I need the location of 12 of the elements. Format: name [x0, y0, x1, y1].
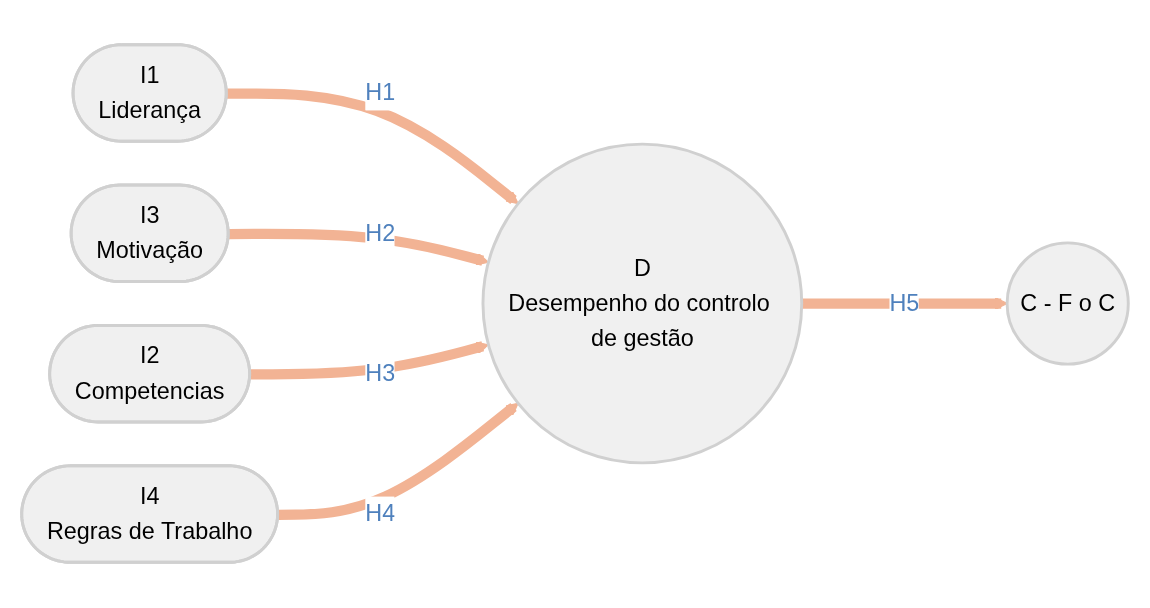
arrow [801, 297, 1008, 311]
node-circle: D Desempenho do controlo de gestão [481, 143, 804, 465]
edge-label: H1 [365, 80, 396, 106]
edge-label: H2 [365, 220, 396, 246]
edge-label: H3 [365, 361, 396, 386]
node-circle: C - F o C [1005, 241, 1130, 367]
arrow [226, 88, 519, 205]
arrow [278, 403, 519, 521]
arrow [250, 341, 489, 381]
edge-label: H4 [365, 501, 396, 527]
edge-label: H5 [889, 290, 920, 316]
arrow [228, 229, 489, 267]
